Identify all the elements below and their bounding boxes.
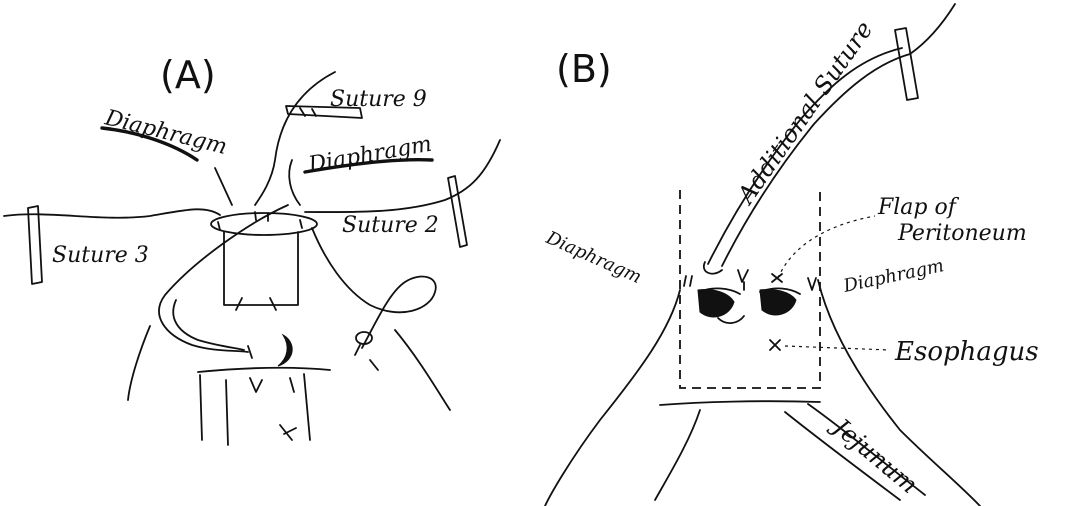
stitch-left-b bbox=[684, 276, 692, 286]
stitch-right-b bbox=[808, 278, 816, 290]
crescent-b bbox=[718, 316, 744, 323]
jejunum-top-b bbox=[660, 401, 820, 405]
suture-3-clamp bbox=[28, 206, 42, 284]
esophagus-tube-a bbox=[224, 232, 298, 305]
diaphragm-right-edge-a bbox=[289, 160, 300, 205]
panel-a-title: (A) bbox=[160, 53, 216, 97]
label-flap-line2: Peritoneum bbox=[897, 221, 1027, 246]
label-diaphragm-right-a: Diaphragm bbox=[306, 132, 434, 178]
jejunum-left-b bbox=[655, 410, 700, 500]
label-suture-9: Suture 9 bbox=[330, 87, 427, 112]
diaphragm-left-edge-a bbox=[215, 168, 232, 205]
additional-suture-tip bbox=[704, 262, 722, 274]
additional-suture-clamp bbox=[895, 28, 918, 100]
suture-3-thread bbox=[4, 209, 220, 217]
suture-9-thread bbox=[255, 72, 335, 205]
label-diaphragm-left-a: Diaphragm bbox=[102, 105, 230, 160]
contour-left-b bbox=[545, 290, 680, 506]
additional-suture-strand-left bbox=[708, 48, 902, 264]
bowel-marks-a bbox=[250, 378, 294, 392]
outer-contour-left-a bbox=[128, 326, 150, 400]
esophagus-leader bbox=[785, 346, 890, 350]
label-additional-suture: Additional Suture bbox=[731, 16, 879, 210]
label-flap: Flap of bbox=[877, 195, 960, 220]
traction-end-right bbox=[355, 345, 360, 355]
opening-left-b bbox=[698, 290, 734, 317]
panel-b-title: (B) bbox=[556, 47, 612, 91]
flap-marker bbox=[772, 274, 782, 282]
contour-tick-a bbox=[370, 360, 378, 370]
label-diaphragm-right-b: Diaphragm bbox=[841, 255, 946, 297]
bowel-top-a bbox=[198, 368, 330, 372]
label-esophagus: Esophagus bbox=[894, 337, 1039, 367]
tube-stitches-a bbox=[236, 298, 276, 310]
additional-suture-tail bbox=[910, 4, 955, 54]
panel-b: (B) Additional Suture Diaphragm Diaphrag… bbox=[542, 4, 1039, 506]
panel-a: (A) Diaphragm Diaphragm Suture 9 Suture … bbox=[4, 53, 500, 445]
flap-leader bbox=[778, 216, 875, 278]
crescent-mark-a bbox=[278, 335, 292, 366]
traction-thread-right bbox=[312, 228, 436, 348]
field-outline-b bbox=[680, 190, 820, 388]
bowel-detail-a bbox=[280, 425, 296, 440]
label-diaphragm-left-b: Diaphragm bbox=[542, 227, 645, 288]
label-suture-3: Suture 3 bbox=[52, 243, 149, 268]
esophagus-marker bbox=[770, 340, 780, 350]
opening-right-b bbox=[760, 289, 796, 314]
label-suture-2: Suture 2 bbox=[342, 213, 439, 238]
outer-contour-right-a bbox=[395, 330, 450, 410]
traction-loop-right bbox=[356, 332, 372, 344]
bowel-sides-a bbox=[200, 374, 310, 445]
suture-2-clamp bbox=[448, 176, 467, 247]
stitch-center-b bbox=[738, 270, 748, 290]
